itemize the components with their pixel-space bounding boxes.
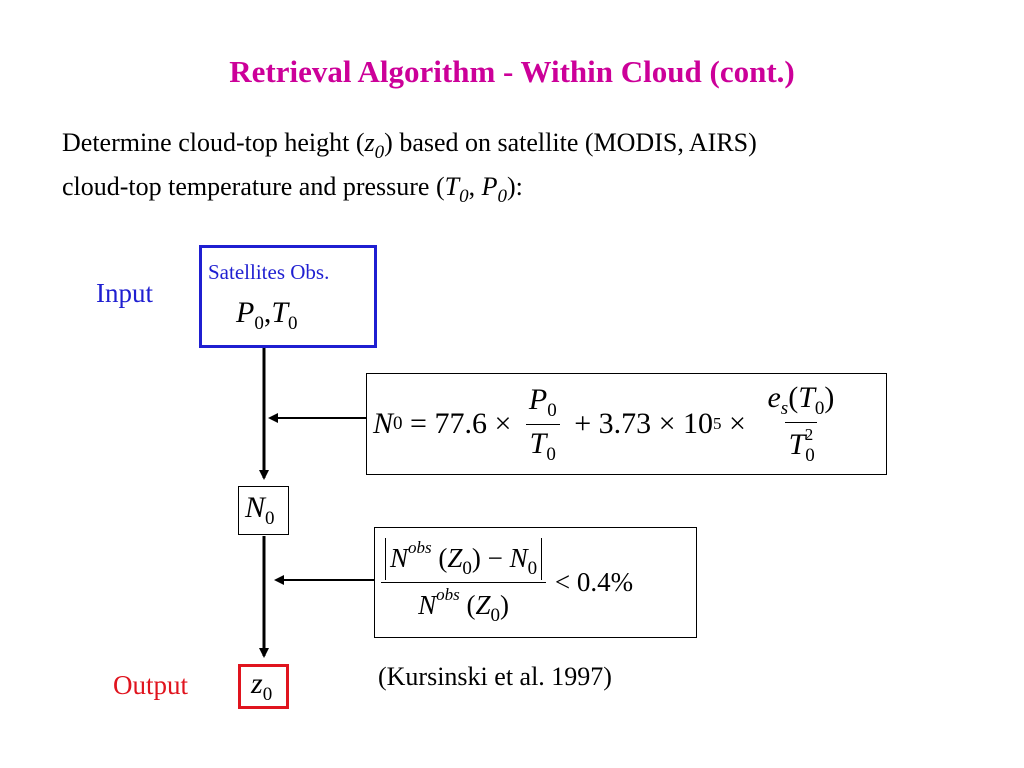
output-box: z0 <box>238 664 289 709</box>
n0-symbol: N0 <box>245 491 275 529</box>
fraction-es-t0: es(T0) T02 <box>767 381 835 466</box>
output-label: Output <box>113 670 189 700</box>
n0-box: N0 <box>238 486 289 535</box>
fraction-refractivity-difference: Nobs (Z0) − N0 Nobs (Z0) <box>381 538 547 627</box>
slide-title: Retrieval Algorithm - Within Cloud (cont… <box>229 54 795 89</box>
intro-line-1: Determine cloud-top height (z0) based on… <box>62 128 757 163</box>
citation: (Kursinski et al. 1997) <box>378 662 612 691</box>
input-label: Input <box>96 278 153 308</box>
convergence-criterion: Nobs (Z0) − N0 Nobs (Z0) < 0.4% <box>379 528 633 637</box>
z0-symbol: z0 <box>251 667 273 705</box>
fraction-p0-t0: P0 T0 <box>525 383 561 466</box>
input-box-title: Satellites Obs. <box>208 260 330 284</box>
convergence-criterion-box: Nobs (Z0) − N0 Nobs (Z0) < 0.4% <box>374 527 697 638</box>
input-box: Satellites Obs. P0,T0 <box>199 245 377 348</box>
input-variables: P0,T0 <box>236 296 298 334</box>
intro-line-2: cloud-top temperature and pressure (T0, … <box>62 172 523 207</box>
